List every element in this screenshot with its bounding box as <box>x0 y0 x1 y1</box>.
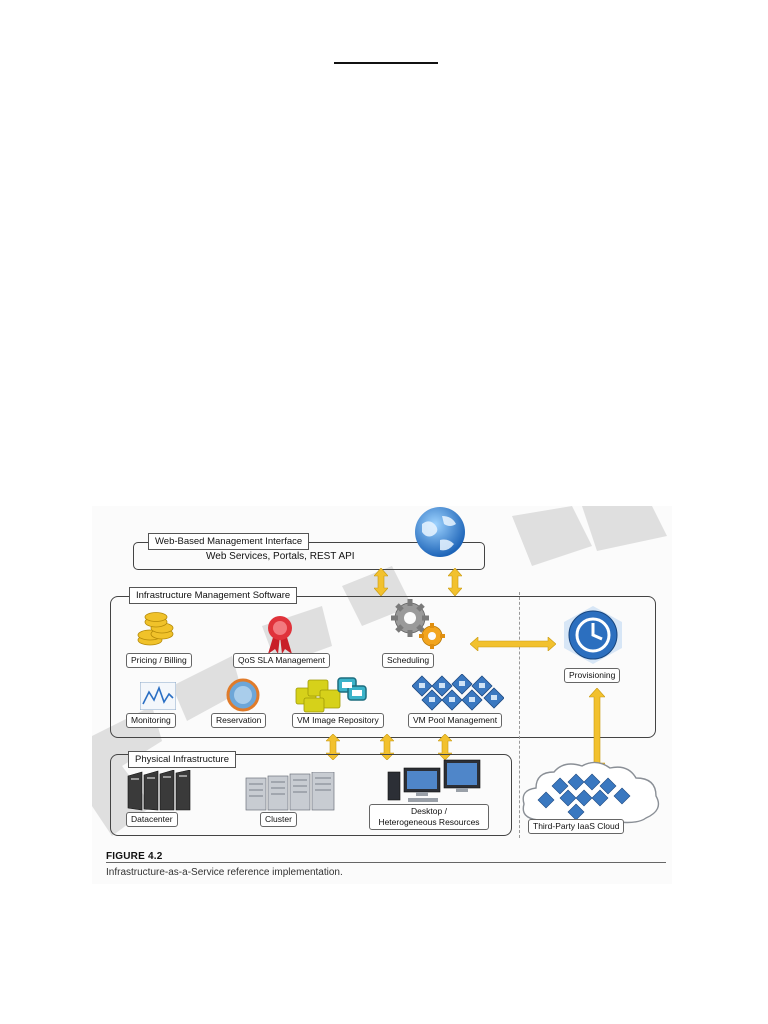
arrow-provisioning-cloud <box>589 688 605 772</box>
pricing-billing-label: Pricing / Billing <box>126 653 192 668</box>
desktop-label-line1: Desktop / <box>411 806 447 816</box>
desktop-label-line2: Heterogeneous Resources <box>378 817 480 827</box>
infra-mgmt-title: Infrastructure Management Software <box>129 587 298 604</box>
vm-image-repository-icon <box>295 677 367 713</box>
qos-sla-label: QoS SLA Management <box>233 653 330 668</box>
cluster-racks-icon <box>245 772 335 811</box>
cloud-boundary-line <box>519 592 520 838</box>
arrow-infra-physical-3 <box>438 734 452 760</box>
third-party-cloud-label: Third-Party IaaS Cloud <box>528 819 625 834</box>
datacenter-label: Datacenter <box>126 812 178 827</box>
monitoring-label: Monitoring <box>126 713 176 728</box>
physical-infra-title: Physical Infrastructure <box>128 751 236 768</box>
physical-infra-box <box>110 754 512 836</box>
desktop-heterogeneous-label: Desktop / Heterogeneous Resources <box>369 804 489 830</box>
figure-caption: Infrastructure-as-a-Service reference im… <box>106 867 343 878</box>
vm-pool-icon <box>412 674 504 711</box>
third-party-cloud-icon <box>522 761 660 824</box>
web-interface-title: Web-Based Management Interface <box>148 533 310 550</box>
monitoring-chart-icon <box>140 682 176 710</box>
gears-icon <box>391 599 445 649</box>
arrow-web-infra-1 <box>374 568 388 596</box>
infra-mgmt-box <box>110 596 656 738</box>
ribbon-icon <box>268 616 292 654</box>
datacenter-servers-icon <box>127 770 191 811</box>
arrow-scheduling-provisioning <box>470 637 556 651</box>
globe-icon <box>415 507 465 557</box>
iaas-reference-figure: Web-Based Management Interface Web Servi… <box>92 506 672 884</box>
provisioning-label: Provisioning <box>564 668 621 683</box>
web-interface-subtitle: Web Services, Portals, REST API <box>206 551 355 562</box>
vm-image-repository-label: VM Image Repository <box>292 713 384 728</box>
figure-label: FIGURE 4.2 <box>106 851 163 862</box>
coins-icon <box>137 612 174 646</box>
arrow-infra-physical-1 <box>326 734 340 760</box>
reservation-label: Reservation <box>211 713 267 728</box>
desktop-computers-icon <box>387 759 481 802</box>
provisioning-icon <box>564 606 622 664</box>
arrow-web-infra-2 <box>448 568 462 596</box>
cluster-label: Cluster <box>260 812 297 827</box>
vm-pool-label: VM Pool Management <box>408 713 503 728</box>
heading-underline <box>334 62 438 64</box>
arrow-infra-physical-2 <box>380 734 394 760</box>
reservation-gauge-icon <box>226 678 260 712</box>
figure-caption-rule <box>106 862 666 863</box>
scheduling-label: Scheduling <box>382 653 435 668</box>
